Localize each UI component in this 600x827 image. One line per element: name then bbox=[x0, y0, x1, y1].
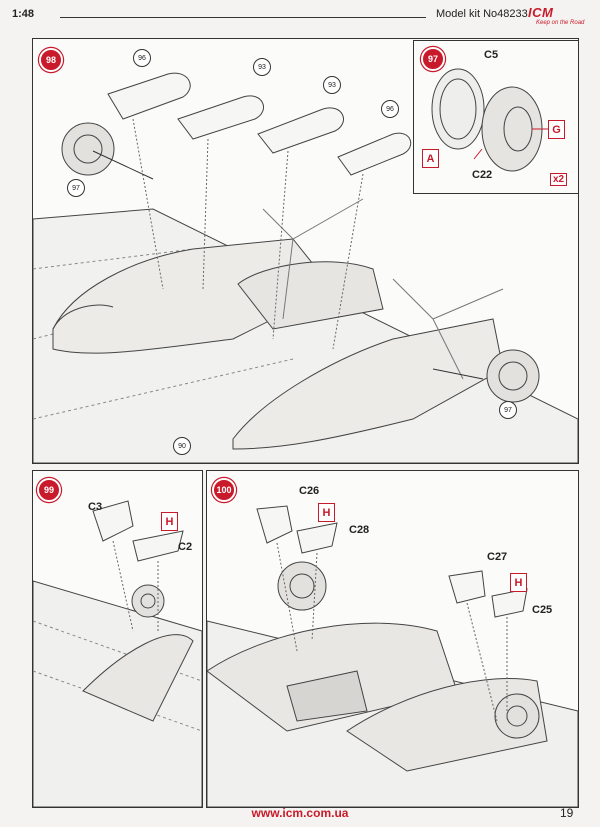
ref-97-right: 97 bbox=[499, 401, 517, 419]
tag-h: H bbox=[161, 512, 178, 531]
tag-a: A bbox=[422, 149, 439, 168]
ref-96-left: 96 bbox=[133, 49, 151, 67]
ref-97-left: 97 bbox=[67, 179, 85, 197]
part-c27: C27 bbox=[487, 551, 508, 563]
part-c3: C3 bbox=[88, 501, 103, 513]
step-97-inset: 97 C5 C22 A G x2 bbox=[413, 40, 579, 194]
step-98-badge: 98 bbox=[39, 48, 63, 72]
step-100-panel: 100 C26 C28 C27 C25 H H bbox=[206, 470, 579, 808]
step-97-illustration bbox=[431, 68, 549, 172]
tag-h-upper: H bbox=[318, 503, 335, 522]
page-number: 19 bbox=[560, 806, 574, 820]
step-99-badge: 99 bbox=[37, 478, 61, 502]
part-c22: C22 bbox=[472, 169, 493, 181]
kit-number: Model kit No48233 bbox=[436, 8, 528, 20]
step-97-badge: 97 bbox=[421, 47, 445, 71]
part-c25: C25 bbox=[532, 604, 553, 616]
icm-logo: ICM Keep on the Road bbox=[528, 4, 590, 32]
header-rule bbox=[60, 17, 426, 18]
step-100-illustration bbox=[207, 505, 578, 807]
tag-g: G bbox=[548, 120, 565, 139]
multiplier-x2: x2 bbox=[550, 173, 568, 186]
part-c28: C28 bbox=[349, 524, 370, 536]
ref-93-right: 93 bbox=[323, 76, 341, 94]
scale-label: 1:48 bbox=[12, 8, 35, 20]
ref-93-left: 93 bbox=[253, 58, 271, 76]
logo-text: ICM bbox=[528, 5, 554, 20]
step-100-badge: 100 bbox=[212, 478, 236, 502]
part-c5: C5 bbox=[484, 49, 499, 61]
ref-90: 90 bbox=[173, 437, 191, 455]
step-99-panel: 99 C3 C2 H bbox=[32, 470, 203, 808]
footer-url[interactable]: www.icm.com.ua bbox=[251, 806, 349, 820]
step-98-illustration bbox=[33, 72, 578, 463]
logo-tagline: Keep on the Road bbox=[536, 20, 585, 26]
tag-h-lower: H bbox=[510, 573, 527, 592]
step-99-illustration bbox=[33, 500, 202, 807]
part-c2: C2 bbox=[178, 541, 193, 553]
part-c26: C26 bbox=[299, 485, 320, 497]
ref-96-right: 96 bbox=[381, 100, 399, 118]
